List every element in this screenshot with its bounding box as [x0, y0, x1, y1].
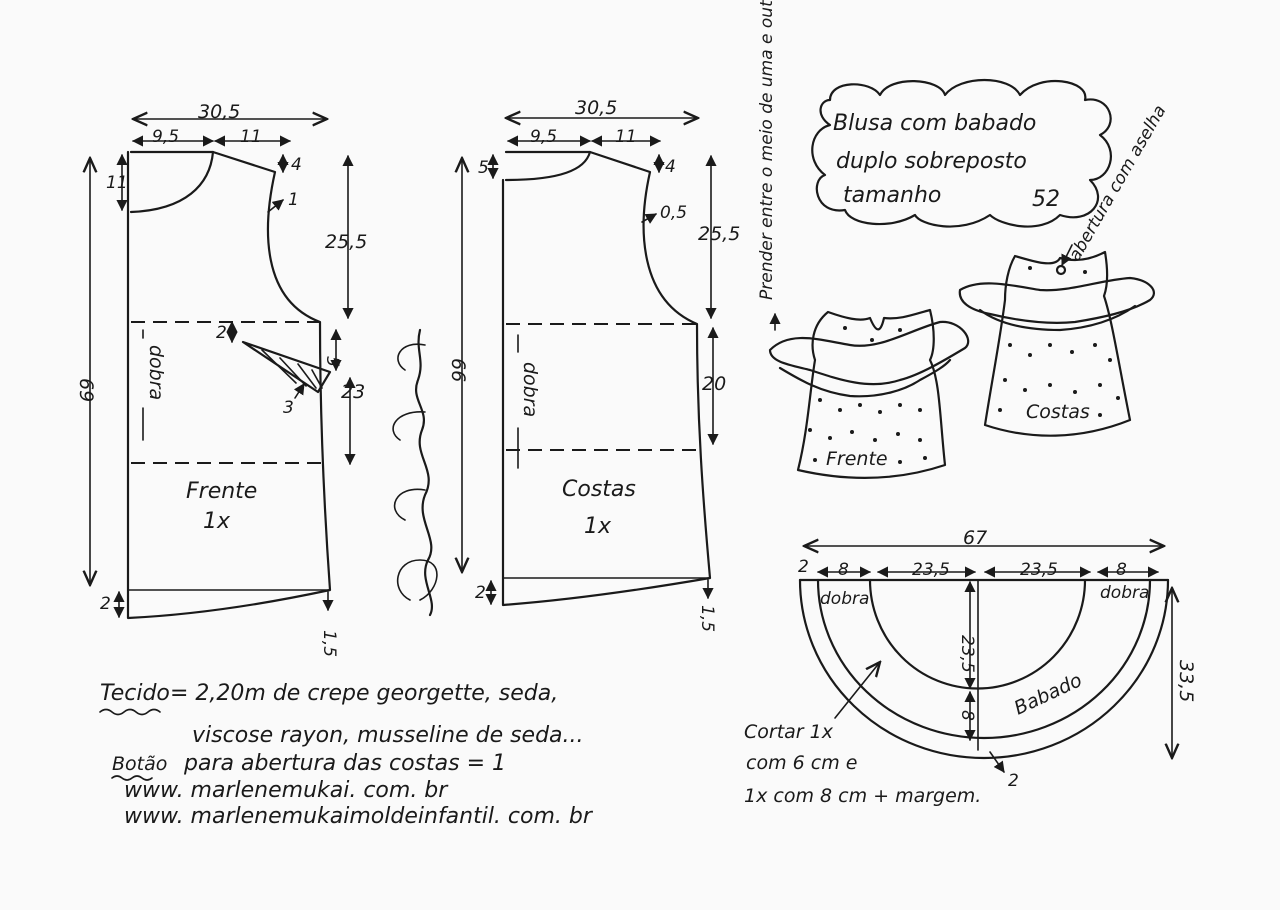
website-url-2: www. marlenemukaimoldeinfantil. com. br	[124, 804, 594, 829]
title-line-1: Blusa com babado	[833, 111, 1036, 136]
front-neck-depth: 11	[106, 173, 128, 193]
front-armhole-curve: 1	[288, 190, 299, 210]
back-armhole-curve: 0,5	[660, 203, 687, 223]
front-dart-side: 5	[322, 356, 342, 367]
back-length: 66	[447, 358, 469, 382]
front-length: 69	[75, 378, 97, 402]
front-neckline	[129, 150, 215, 214]
illustration-back-label: Costas	[1026, 401, 1090, 423]
ruffle-instruction-3: 1x com 8 cm + margem.	[744, 785, 981, 807]
title-size-value: 52	[1032, 187, 1060, 212]
fabric-line-2: viscose rayon, musseline de seda...	[192, 723, 584, 748]
front-piece-cut: 1x	[203, 509, 231, 534]
front-dart-point: 3	[283, 398, 294, 418]
front-dart-width: 2	[216, 323, 227, 343]
front-dart	[241, 340, 332, 394]
ruffle-pattern: 67 8 23,5 23,5 8 2 23,5 8 dobra dobra Ba…	[744, 527, 1197, 807]
back-piece-name: Costas	[562, 477, 636, 502]
ruffle-seg-c: 23,5	[1020, 560, 1058, 580]
button-label: Botão	[112, 753, 167, 775]
back-piece-cut: 1x	[584, 514, 612, 539]
back-neck-depth: 5	[478, 158, 489, 178]
ruffle-middle-arc	[816, 578, 1152, 740]
front-shoulder-drop: 4	[291, 155, 302, 175]
ruffle-fold-right: dobra	[1100, 583, 1149, 603]
title-cloud: Blusa com babado duplo sobreposto tamanh…	[811, 78, 1112, 228]
back-pattern-piece: 30,5 9,5 11 5 66 dobra 4 0,5 25,5 20 2 1…	[447, 97, 740, 632]
front-pattern-piece: 30,5 9,5 11 11 69 dobra 4 1 25,5 2 5 3 2…	[75, 101, 367, 657]
front-hem-right: 1,5	[319, 630, 339, 657]
illustration-front-label: Frente	[826, 448, 888, 470]
illustration-back-note: abertura com aselha	[1065, 102, 1170, 265]
ruffle-seg-a: 8	[838, 560, 849, 580]
title-line-2: duplo sobreposto	[836, 149, 1027, 174]
illustration-front-note: Prender entre o meio de uma e outra	[757, 0, 777, 300]
back-hem-right: 1,5	[697, 605, 717, 632]
front-hem-left: 2	[100, 594, 111, 614]
front-outline	[126, 150, 332, 620]
ruffle-outer-arc	[798, 578, 1170, 760]
ruffle-fold-left: dobra	[820, 589, 869, 609]
front-piece-name: Frente	[186, 479, 257, 504]
back-neck-width: 9,5	[530, 127, 557, 147]
back-neckline	[504, 150, 592, 182]
ruffle-height: 33,5	[1175, 660, 1197, 702]
front-armhole-depth: 25,5	[325, 231, 367, 253]
front-side-lower: 23	[341, 381, 365, 403]
front-width-total: 30,5	[198, 101, 240, 123]
ruffle-instruction-1: Cortar 1x	[744, 721, 834, 743]
back-width-total: 30,5	[575, 97, 617, 119]
back-armhole-depth: 25,5	[698, 223, 740, 245]
signature-scribble	[392, 328, 438, 617]
title-size-label: tamanho	[843, 183, 941, 208]
ruffle-instruction-2: com 6 cm e	[746, 752, 857, 774]
back-shoulder: 11	[615, 127, 637, 147]
ruffle-radius: 23,5	[957, 635, 977, 673]
back-side-lower: 20	[702, 373, 726, 395]
ruffle-seg-d: 8	[1116, 560, 1127, 580]
fabric-notes: Tecido = 2,20m de crepe georgette, seda,…	[99, 681, 594, 829]
back-hem-left: 2	[475, 583, 486, 603]
back-fold-label: dobra	[519, 362, 541, 417]
front-neck-width: 9,5	[152, 127, 179, 147]
front-fold-label: dobra	[145, 345, 167, 400]
back-shoulder-drop: 4	[665, 157, 676, 177]
front-shoulder: 11	[240, 127, 262, 147]
back-outline	[501, 150, 712, 607]
fabric-label: Tecido	[100, 681, 170, 706]
ruffle-bottom: 2	[1008, 771, 1019, 791]
fabric-line-1: = 2,20m de crepe georgette, seda,	[170, 681, 558, 706]
illustration-front-blouse: Frente Prender entre o meio de uma e out…	[757, 0, 970, 479]
button-text: para abertura das costas = 1	[183, 751, 506, 776]
ruffle-seg-b: 23,5	[912, 560, 950, 580]
website-url-1: www. marlenemukai. com. br	[124, 778, 449, 803]
ruffle-edge: 2	[798, 557, 809, 577]
ruffle-total-width: 67	[963, 527, 987, 549]
ruffle-band: 8	[957, 710, 977, 721]
